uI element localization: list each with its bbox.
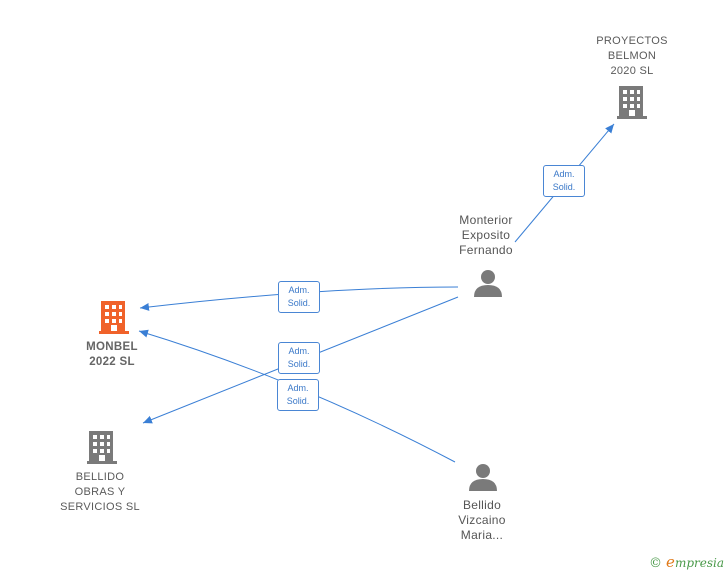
company-label-bellido-obras[interactable]: BELLIDO OBRAS Y SERVICIOS SL (60, 471, 140, 513)
brand-logo: ©empresia (649, 553, 724, 571)
edge-label-monterior-monbel[interactable]: Adm. Solid. (278, 281, 320, 313)
brand-initial: e (666, 553, 675, 571)
edge-label-monterior-proyectos[interactable]: Adm. Solid. (543, 165, 585, 197)
edge-label-maria-monbel[interactable]: Adm. Solid. (277, 379, 319, 411)
company-label-monbel[interactable]: MONBEL 2022 SL (86, 341, 138, 368)
person-icon[interactable] (474, 270, 502, 297)
brand-name: mpresia (674, 556, 724, 570)
building-icon[interactable] (617, 86, 647, 119)
building-icon[interactable] (99, 301, 129, 334)
company-label-proyectos[interactable]: PROYECTOS BELMON 2020 SL (596, 35, 668, 77)
person-label-maria[interactable]: Bellido Vizcaino Maria... (458, 498, 506, 542)
edge-label-monterior-bellido-obras[interactable]: Adm. Solid. (278, 342, 320, 374)
copyright-icon: © (649, 556, 663, 571)
person-icon[interactable] (469, 464, 497, 491)
person-label-monterior[interactable]: Monterior Exposito Fernando (459, 213, 513, 257)
building-icon[interactable] (87, 431, 117, 464)
